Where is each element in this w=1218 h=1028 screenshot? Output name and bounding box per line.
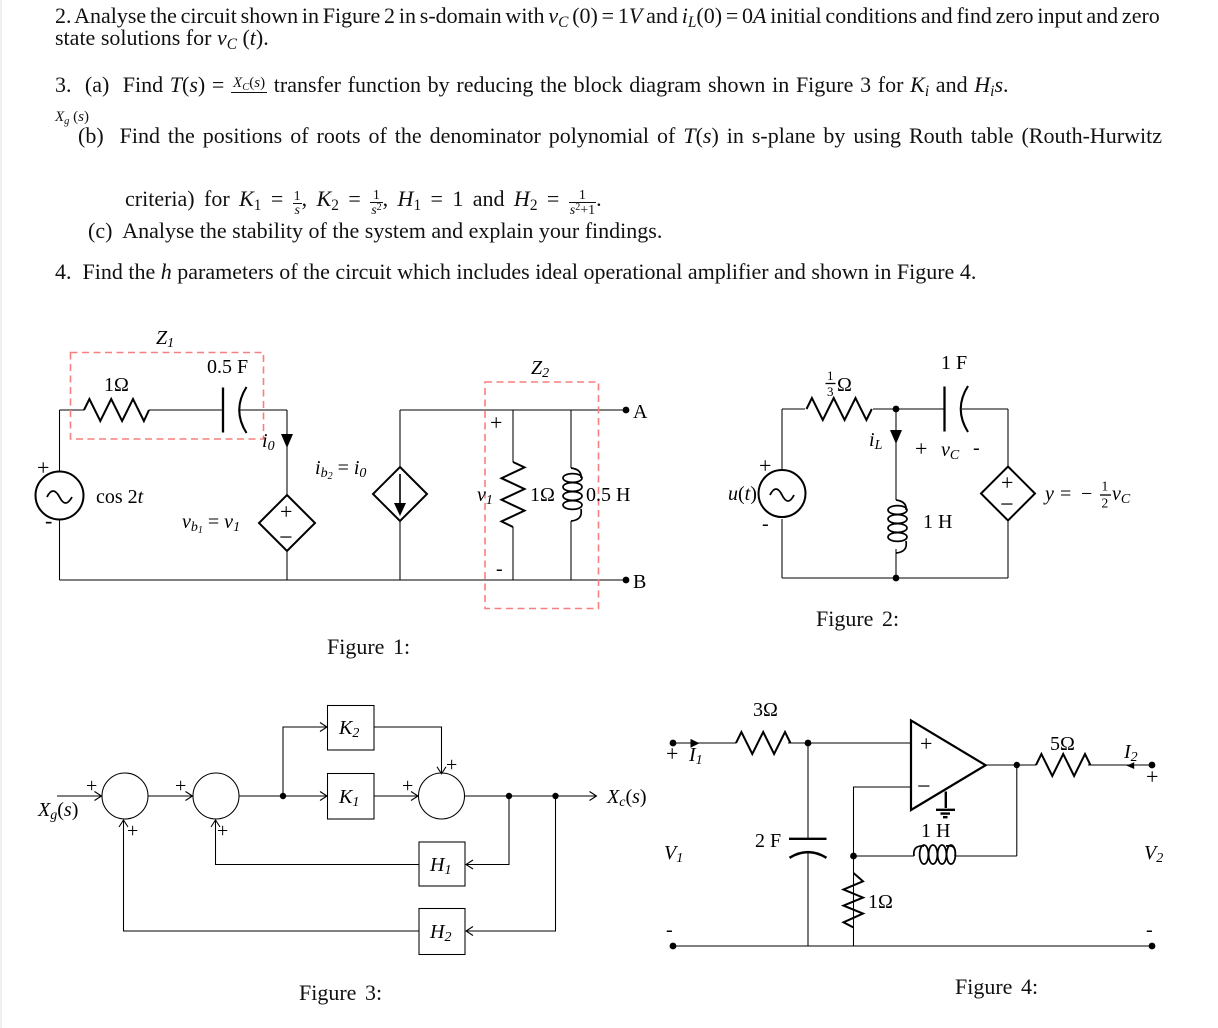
svg-text:1 H: 1 H	[921, 820, 950, 842]
svg-text:−: −	[279, 525, 293, 551]
svg-text:+: +	[86, 775, 97, 797]
svg-text:-: -	[762, 513, 769, 535]
svg-text:K1: K1	[338, 786, 359, 810]
svg-text:1Ω: 1Ω	[530, 484, 555, 506]
svg-text:I2: I2	[1123, 741, 1138, 765]
svg-text:+: +	[280, 499, 292, 524]
svg-text:+: +	[217, 820, 228, 842]
svg-text:H1: H1	[429, 854, 451, 878]
svg-text:cos 2t: cos 2t	[96, 486, 144, 508]
svg-text:1 H: 1 H	[923, 511, 952, 533]
svg-text:+: +	[175, 775, 186, 797]
svg-text:2 F: 2 F	[755, 830, 781, 852]
svg-text:−: −	[1000, 492, 1014, 518]
svg-text:V1: V1	[664, 842, 683, 866]
svg-text:−: −	[917, 774, 931, 800]
svg-text:Xg(s): Xg(s)	[37, 799, 78, 823]
svg-text:(t): (t)	[738, 483, 757, 505]
svg-text:i0: i0	[262, 430, 275, 454]
svg-text:+: +	[37, 455, 49, 480]
svg-text:u: u	[728, 483, 738, 505]
svg-text:3Ω: 3Ω	[753, 699, 778, 721]
svg-text:A: A	[633, 401, 648, 423]
svg-text:+: +	[127, 820, 138, 842]
svg-text:K2: K2	[338, 717, 359, 741]
svg-text:+: +	[1146, 764, 1158, 789]
svg-text:+: +	[666, 741, 678, 766]
svg-text:+: +	[915, 436, 927, 461]
svg-text:vC: vC	[941, 439, 960, 463]
svg-text:−: −	[1081, 483, 1092, 505]
svg-text:+: +	[490, 410, 502, 435]
svg-text:iL: iL	[869, 429, 883, 453]
svg-text:+: +	[446, 754, 457, 776]
svg-text:I1: I1	[688, 744, 703, 768]
svg-text:1: 1	[1102, 479, 1109, 494]
svg-text:+: +	[402, 775, 413, 797]
svg-text:1: 1	[827, 368, 834, 383]
svg-text:-: -	[45, 508, 52, 533]
svg-text:Z1: Z1	[156, 327, 174, 351]
svg-text:-: -	[973, 437, 980, 459]
svg-text:vb1 = v1: vb1 = v1	[182, 511, 240, 536]
svg-text:Xc(s): Xc(s)	[606, 786, 647, 810]
svg-text:-: -	[666, 919, 673, 941]
svg-text:Ω: Ω	[837, 374, 852, 396]
svg-text:B: B	[633, 571, 646, 593]
svg-text:-: -	[496, 558, 503, 580]
svg-text:-: -	[1146, 919, 1153, 941]
svg-text:=: =	[1060, 483, 1071, 505]
svg-text:+: +	[920, 731, 932, 756]
svg-text:+: +	[1001, 470, 1013, 495]
svg-text:5Ω: 5Ω	[1050, 733, 1075, 755]
svg-text:2: 2	[1102, 496, 1109, 511]
svg-text:vC: vC	[1112, 483, 1131, 507]
svg-text:v1: v1	[477, 484, 493, 508]
svg-text:1Ω: 1Ω	[868, 891, 893, 913]
svg-text:0.5 H: 0.5 H	[586, 484, 630, 506]
svg-text:Z2: Z2	[531, 357, 549, 381]
svg-text:V2: V2	[1144, 842, 1163, 866]
svg-text:3: 3	[827, 384, 834, 399]
svg-text:+: +	[759, 453, 771, 478]
svg-text:1Ω: 1Ω	[104, 374, 129, 396]
svg-text:1 F: 1 F	[941, 352, 967, 374]
svg-text:ib2 = i0: ib2 = i0	[315, 457, 366, 482]
svg-text:y: y	[1043, 483, 1054, 505]
svg-text:0.5 F: 0.5 F	[207, 356, 248, 378]
svg-text:H2: H2	[429, 921, 451, 945]
